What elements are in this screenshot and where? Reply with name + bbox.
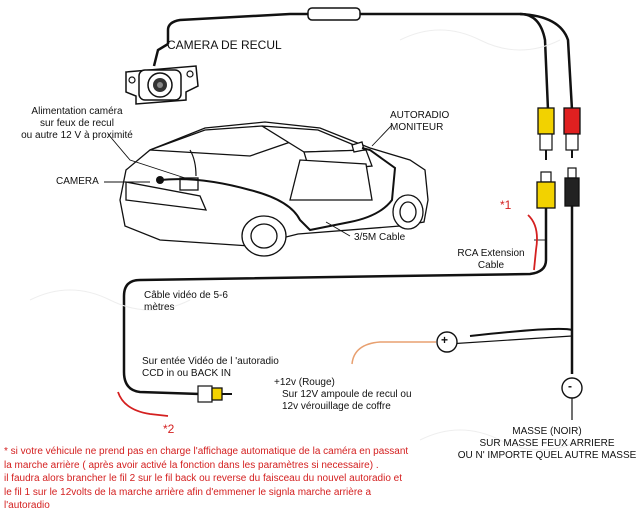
label-rca-extension: RCA Extension Cable <box>456 248 526 272</box>
label-cable-35m: 3/5M Cable <box>354 232 406 243</box>
car-illustration <box>119 121 429 257</box>
minus-symbol: - <box>568 379 572 393</box>
label-camera: CAMERA <box>56 176 99 187</box>
watermark <box>29 29 581 451</box>
label-cable-video-line-1: Câble vidéo de 5-6 <box>144 290 228 301</box>
label-plus-12v-line-3: 12v vérouillage de coffre <box>282 401 391 412</box>
rear-camera <box>125 42 199 105</box>
rca-extension-cable <box>122 259 548 396</box>
footnote-line-1: * si votre véhicule ne prend pas en char… <box>4 446 409 457</box>
label-plus-12v: +12v (Rouge) Sur 12V ampoule de recul ou… <box>274 377 412 413</box>
label-alimentation-line-1: Alimentation caméra <box>31 106 123 117</box>
label-rca-extension-line-1: RCA Extension <box>457 248 525 259</box>
footnote-line-5: l'autoradio <box>4 500 50 511</box>
rca-yellow-socket <box>536 171 556 260</box>
label-entree-video: Sur entée Vidéo de l 'autoradio CCD in o… <box>142 356 279 380</box>
red-mark-2 <box>117 391 169 417</box>
label-masse-line-1: MASSE (NOIR) <box>512 426 582 437</box>
footnote-line-3: il faudra alors brancher le fil 2 sur le… <box>4 473 403 484</box>
label-cable-video-line-2: mètres <box>144 302 175 313</box>
label-autoradio-line-1: AUTORADIO <box>390 110 450 121</box>
plus-symbol: + <box>441 333 449 347</box>
plus-terminal <box>436 331 458 353</box>
label-entree-video-line-2: CCD in ou BACK IN <box>142 368 231 379</box>
label-alimentation-line-2: sur feux de recul <box>40 118 114 129</box>
footnote-line-4: le fil 1 sur le 12volts de la marche arr… <box>4 486 372 498</box>
label-plus-12v-line-2: Sur 12V ampoule de recul ou <box>282 389 412 400</box>
label-marker-2: *2 <box>163 422 175 436</box>
power-plug-black <box>564 167 580 330</box>
orange-lead <box>351 341 436 365</box>
label-masse: MASSE (NOIR) SUR MASSE FEUX ARRIERE OU N… <box>452 426 642 462</box>
footnote-line-2: la marche arrière ( après avoir activé l… <box>4 459 379 471</box>
label-marker-1: *1 <box>500 198 512 212</box>
label-masse-line-2: SUR MASSE FEUX ARRIERE <box>479 438 615 449</box>
label-masse-line-3: OU N' IMPORTE QUEL AUTRE MASSE <box>457 450 637 461</box>
label-rca-extension-line-2: Cable <box>477 260 505 271</box>
label-entree-video-line-1: Sur entée Vidéo de l 'autoradio <box>142 356 279 367</box>
rca-yellow-plug-top <box>537 107 555 160</box>
label-alimentation-line-3: ou autre 12 V à proximité <box>21 130 133 141</box>
cable-joint <box>307 7 361 21</box>
label-camera-de-recul: CAMERA DE RECUL <box>167 38 282 52</box>
label-alimentation: Alimentation caméra sur feux de recul ou… <box>18 106 136 142</box>
label-plus-12v-line-1: +12v (Rouge) <box>274 377 335 388</box>
red-mark-1 <box>527 214 538 271</box>
label-autoradio: AUTORADIO MONITEUR <box>390 110 449 134</box>
rca-yellow-plug-bottom <box>197 385 232 403</box>
footnote: * si votre véhicule ne prend pas en char… <box>4 445 444 513</box>
camera-cable <box>166 12 310 44</box>
rca-red-plug-top <box>563 107 581 158</box>
label-cable-video: Câble vidéo de 5-6 mètres <box>144 290 228 314</box>
label-autoradio-line-2: MONITEUR <box>390 122 444 133</box>
minus-terminal <box>561 377 583 399</box>
